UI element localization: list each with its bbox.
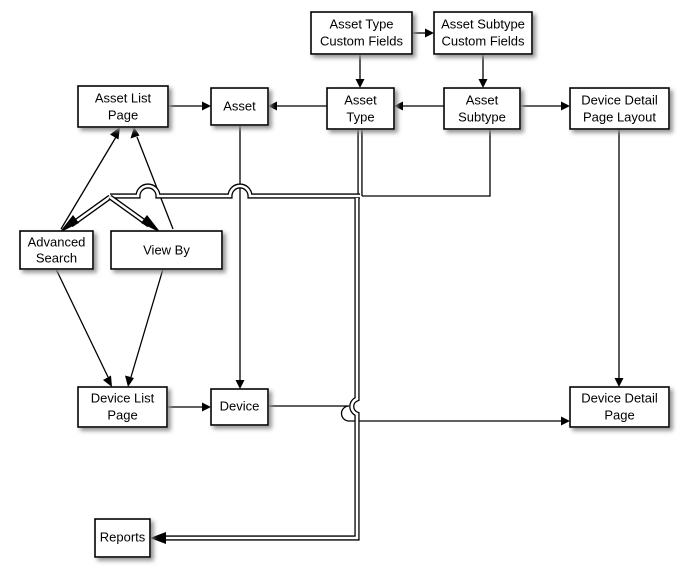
node-device-detail-page-layout[interactable]: Device Detail Page Layout (569, 87, 670, 130)
edge-view-by-to-device-list-page (125, 268, 164, 387)
node-label-line2: Type (346, 109, 374, 124)
node-label-line1: Reports (100, 529, 146, 544)
edge-layer (55, 28, 624, 544)
node-label-line1: Asset Subtype (441, 16, 525, 31)
node-reports[interactable]: Reports (94, 518, 151, 558)
edge-asset-type-custom-fields-to-asset-subtype-custom-fields (412, 28, 434, 38)
node-label-line1: Asset List (95, 90, 152, 105)
node-asset-type-custom-fields[interactable]: Asset Type Custom Fields (310, 11, 413, 55)
node-label-line1: Device (220, 398, 260, 413)
node-asset-type[interactable]: Asset Type (326, 87, 395, 130)
node-label-line2: Page (604, 407, 634, 422)
node-label-line1: Asset (466, 92, 499, 107)
node-label-line1: Asset (344, 92, 377, 107)
node-label-line2: Page Layout (583, 109, 656, 124)
edge-asset-subtype-to-device-detail-page-layout (520, 101, 570, 111)
edge-device-detail-page-layout-to-device-detail-page (614, 129, 624, 387)
edge-asset-subtype-bus-to-asset-type-column (362, 129, 491, 197)
edge-asset-type-to-advanced-search (59, 194, 112, 233)
edge-device-list-page-to-device (167, 402, 211, 412)
node-label-line1: Asset Type (329, 16, 393, 31)
edge-asset-subtype-to-asset-type (394, 101, 444, 111)
node-device-detail-page[interactable]: Device Detail Page (569, 386, 670, 428)
node-asset-subtype[interactable]: Asset Subtype (443, 87, 521, 130)
edge-asset-type-to-view-by (108, 194, 161, 233)
edge-advanced-search-to-asset-list-page (60, 127, 120, 230)
node-label-line2: Search (36, 250, 77, 265)
node-asset-list-page[interactable]: Asset List Page (77, 85, 169, 128)
node-label-line1: Asset (223, 98, 256, 113)
node-asset-subtype-custom-fields[interactable]: Asset Subtype Custom Fields (433, 11, 533, 55)
node-asset[interactable]: Asset (210, 87, 269, 126)
node-label-line1: Device Detail (581, 92, 658, 107)
node-label-line2: Page (108, 107, 138, 122)
edge-advanced-search-to-device-list-page (55, 268, 112, 387)
node-device-list-page[interactable]: Device List Page (77, 386, 168, 428)
node-label-line2: Custom Fields (441, 33, 525, 48)
edge-asset-type-to-reports (150, 198, 360, 544)
edge-view-by-to-asset-list-page (130, 127, 174, 230)
node-view-by[interactable]: View By (110, 230, 223, 270)
node-label-line1: View By (143, 242, 190, 257)
node-label-line1: Device List (91, 390, 155, 405)
edge-asset-subtype-custom-fields-to-asset-subtype (478, 54, 488, 88)
node-device[interactable]: Device (210, 388, 269, 426)
node-label-line2: Page (107, 407, 137, 422)
node-layer: Asset Type Custom Fields Asset Subtype C… (19, 11, 670, 558)
node-label-line2: Custom Fields (320, 33, 404, 48)
edge-asset-list-page-to-asset (168, 101, 211, 111)
edge-pipe-horizontal-bus (110, 183, 360, 199)
node-label-line1: Advanced (28, 234, 86, 249)
node-advanced-search[interactable]: Advanced Search (19, 230, 94, 270)
node-label-line2: Subtype (458, 109, 506, 124)
edge-asset-to-device (235, 125, 245, 389)
edge-asset-type-to-asset (268, 101, 327, 111)
edge-asset-type-custom-fields-to-asset-type (355, 54, 365, 88)
node-label-line1: Device Detail (581, 390, 658, 405)
edge-device-to-device-detail-page (268, 405, 570, 426)
